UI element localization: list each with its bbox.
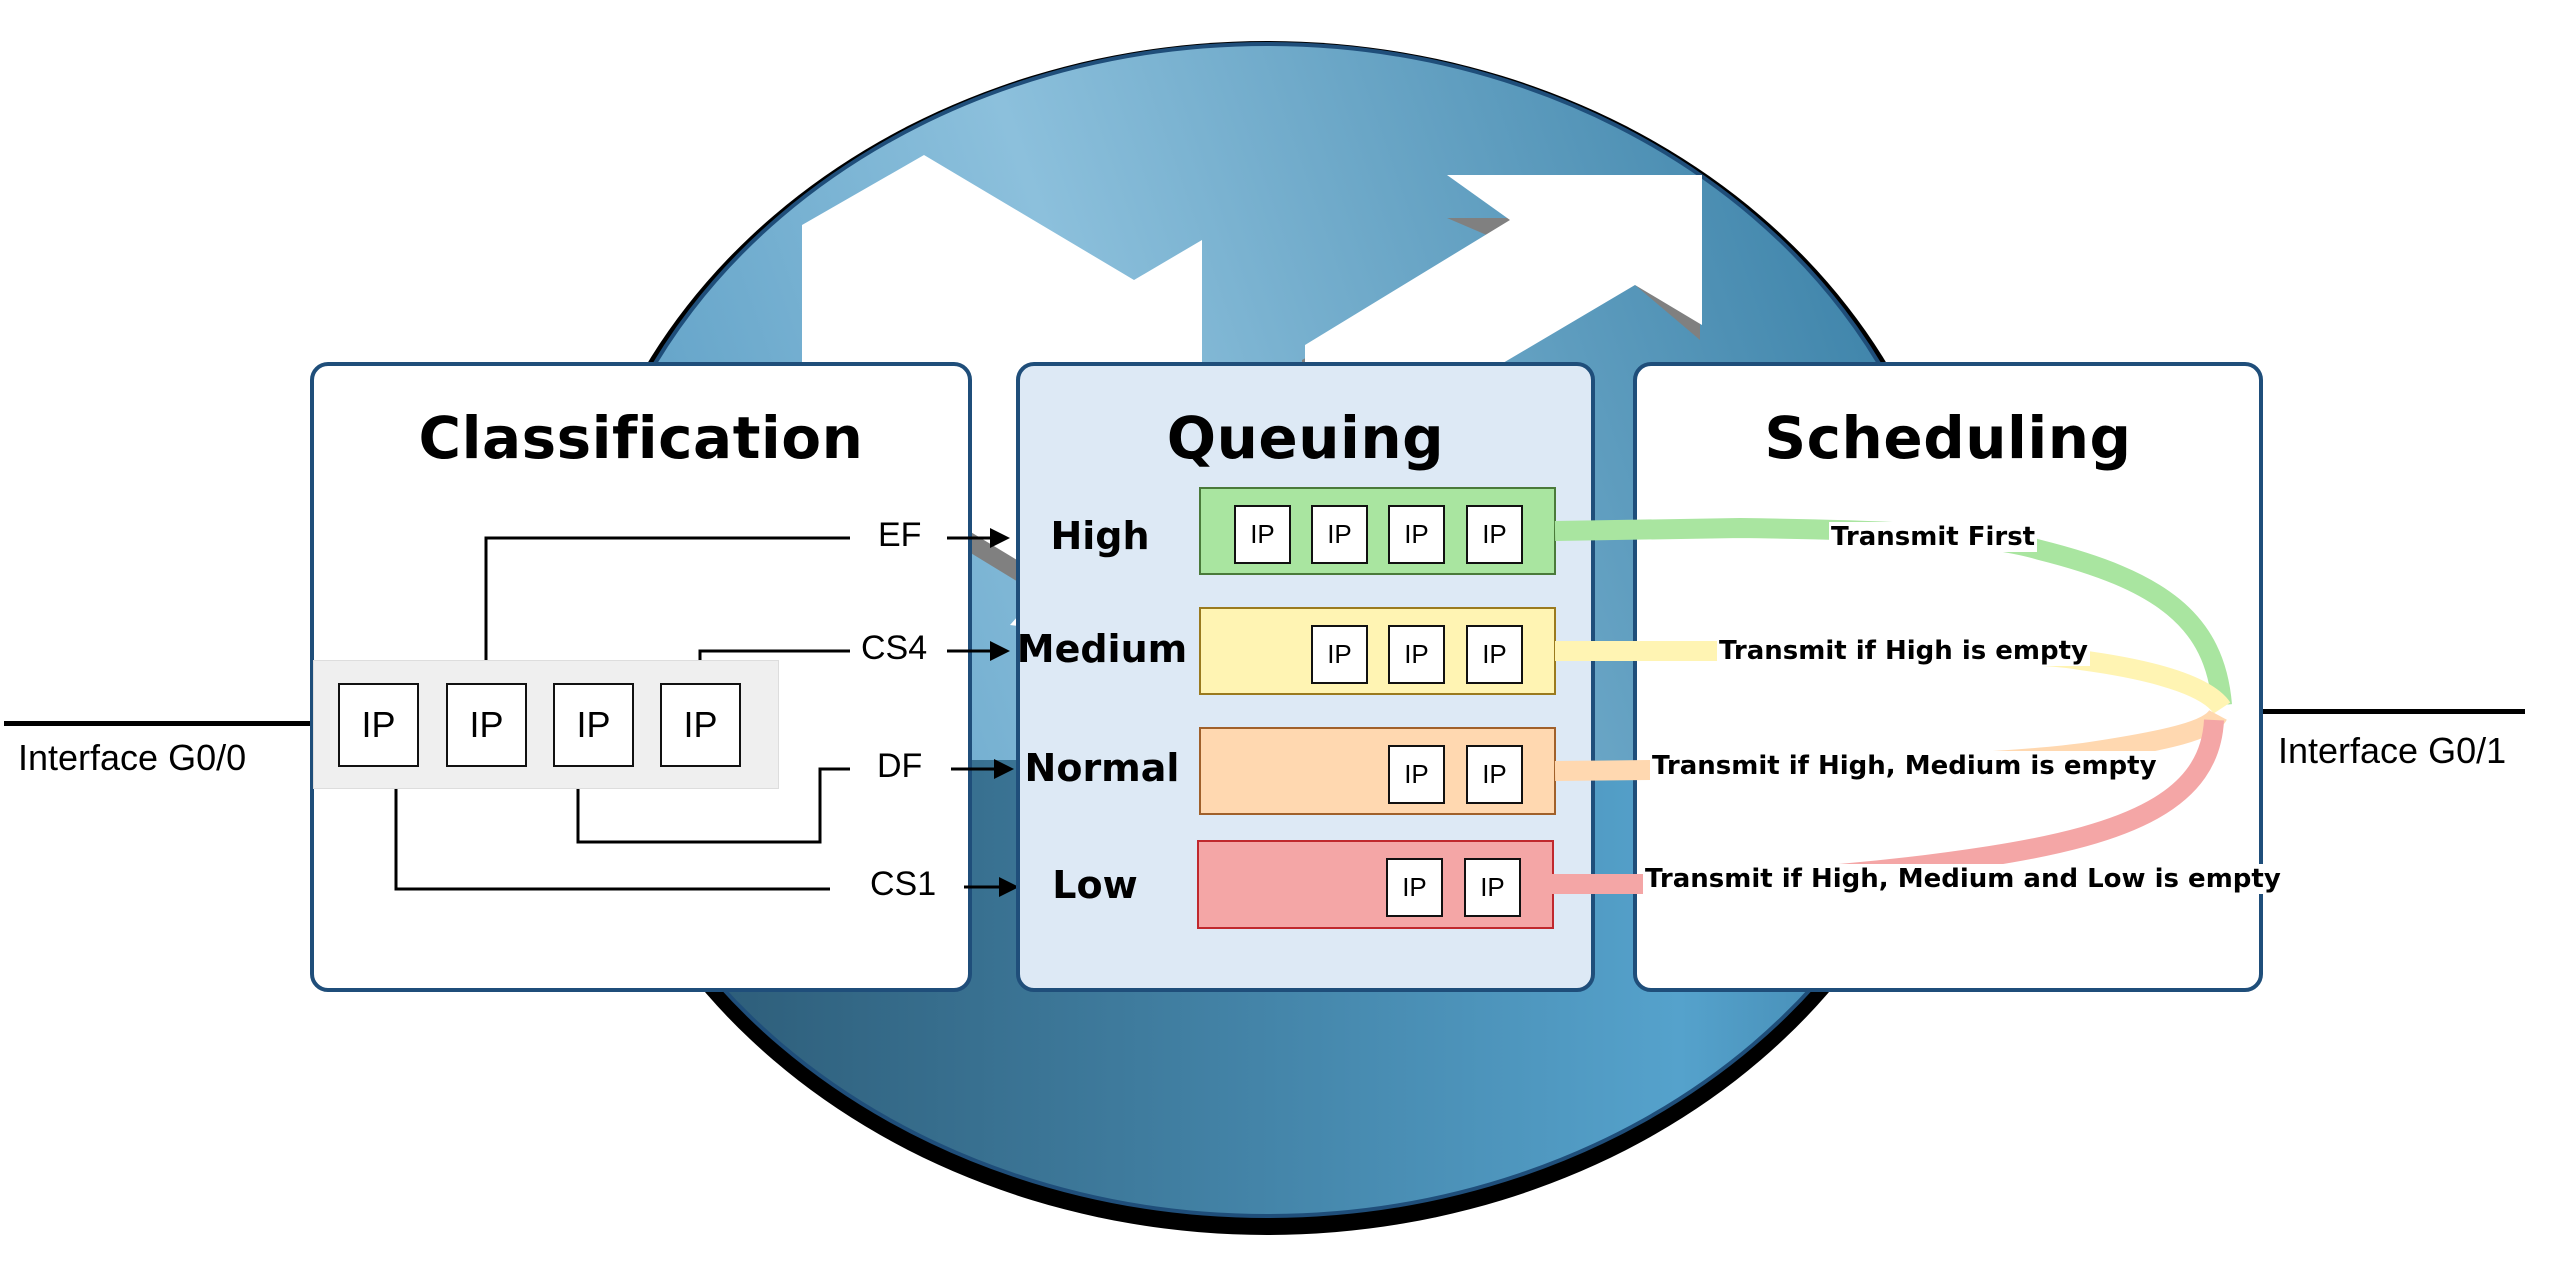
incoming-packet: IP (553, 683, 634, 767)
queuing-title: Queuing (1166, 404, 1445, 472)
dscp-label-df: DF (877, 747, 923, 785)
incoming-packet: IP (660, 683, 741, 767)
queued-packet: IP (1386, 858, 1443, 917)
dscp-label-ef: EF (878, 516, 922, 554)
queue-label-high: High (1050, 514, 1150, 558)
egress-interface-label: Interface G0/1 (2278, 730, 2507, 771)
schedule-rule-high: Transmit First (1829, 522, 2038, 552)
queue-label-low: Low (1052, 863, 1138, 907)
classification-title: Classification (418, 404, 864, 472)
schedule-rule-normal: Transmit if High, Medium is empty (1650, 751, 2159, 781)
egress-link (2263, 709, 2525, 714)
queued-packet: IP (1466, 505, 1523, 564)
queued-packet: IP (1311, 625, 1368, 684)
scheduling-panel: Scheduling (1633, 362, 2263, 992)
scheduling-title: Scheduling (1764, 404, 2132, 472)
incoming-packet: IP (446, 683, 527, 767)
ingress-link (4, 721, 312, 726)
queued-packet: IP (1464, 858, 1521, 917)
schedule-rule-medium: Transmit if High is empty (1717, 636, 2090, 666)
incoming-packet: IP (338, 683, 419, 767)
ingress-interface-label: Interface G0/0 (18, 737, 247, 778)
queued-packet: IP (1311, 505, 1368, 564)
queued-packet: IP (1466, 625, 1523, 684)
queued-packet: IP (1388, 625, 1445, 684)
queued-packet: IP (1466, 745, 1523, 804)
dscp-label-cs1: CS1 (870, 865, 937, 903)
dscp-label-cs4: CS4 (861, 629, 928, 667)
queue-label-normal: Normal (1024, 746, 1180, 790)
queued-packet: IP (1388, 505, 1445, 564)
queue-label-medium: Medium (1016, 627, 1188, 671)
queued-packet: IP (1234, 505, 1291, 564)
queued-packet: IP (1388, 745, 1445, 804)
schedule-rule-low: Transmit if High, Medium and Low is empt… (1643, 864, 2283, 894)
